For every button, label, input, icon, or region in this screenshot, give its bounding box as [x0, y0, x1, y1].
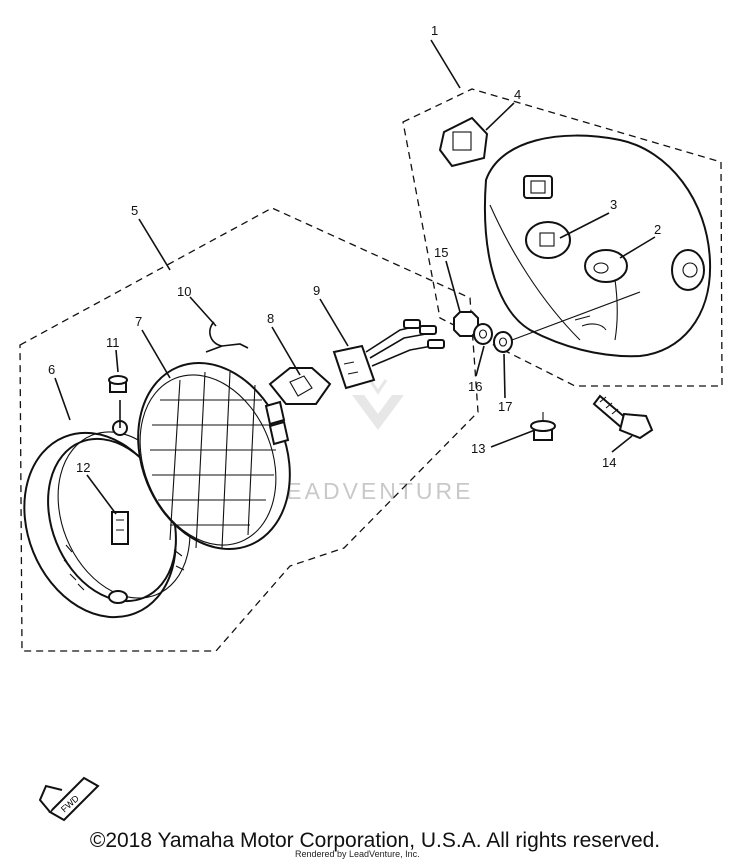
- screw-11: [108, 375, 128, 393]
- socket-boot-8: [268, 367, 332, 405]
- callout-3: 3: [610, 197, 617, 212]
- group-outline-1: [402, 88, 723, 387]
- grommet-4: [438, 116, 489, 168]
- callout-6: 6: [48, 362, 55, 377]
- callout-10: 10: [177, 284, 191, 299]
- watermark-logo: [352, 379, 404, 430]
- callout-8: 8: [267, 311, 274, 326]
- callout-1: 1: [431, 23, 438, 38]
- copyright-notice: ©2018 Yamaha Motor Corporation, U.S.A. A…: [89, 829, 661, 852]
- washer-16: [473, 323, 493, 345]
- callout-5: 5: [131, 203, 138, 218]
- washer-17: [493, 331, 513, 353]
- callout-14: 14: [602, 455, 616, 470]
- callout-labels: 1 2 3 4 5 6 7 8 9 10 11 12 13 14 15 16 1…: [48, 23, 661, 475]
- callout-9: 9: [313, 283, 320, 298]
- bolt-axis-line: [511, 291, 641, 341]
- rendered-by-credit: Rendered by LeadVenture, Inc.: [295, 849, 420, 859]
- callout-4: 4: [514, 87, 521, 102]
- clip-12: [111, 511, 129, 545]
- callout-12: 12: [76, 460, 90, 475]
- callout-11: 11: [106, 335, 120, 350]
- callout-17: 17: [498, 399, 512, 414]
- spring-10: [205, 321, 249, 353]
- watermark-text: LEADVENTURE: [271, 478, 474, 504]
- leader-lines: [54, 39, 656, 515]
- callout-13: 13: [471, 441, 485, 456]
- group-outline-5: [19, 207, 479, 652]
- bolt-14: [592, 394, 654, 440]
- callout-2: 2: [654, 222, 661, 237]
- screw-13: [530, 412, 556, 441]
- headlight-housing: [483, 134, 712, 358]
- callout-7: 7: [135, 314, 142, 329]
- sealed-beam-unit-7: [137, 361, 291, 551]
- fwd-arrow-icon: FWD: [38, 776, 100, 822]
- socket-harness-9: [332, 319, 445, 390]
- callout-16: 16: [468, 379, 482, 394]
- callout-15: 15: [434, 245, 448, 260]
